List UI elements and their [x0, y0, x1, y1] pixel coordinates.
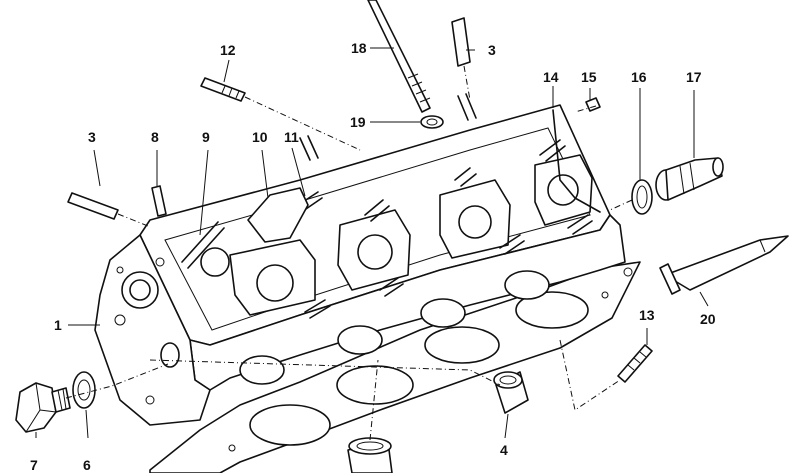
callout-15: 15 [581, 69, 597, 85]
callout-7: 7 [30, 457, 38, 473]
part-3-left-pin [67, 192, 119, 220]
callout-9: 9 [202, 129, 210, 145]
callout-8: 8 [151, 129, 159, 145]
callout-3-left: 3 [88, 129, 96, 145]
part-19-washer [420, 115, 444, 129]
callout-11: 11 [284, 129, 299, 145]
part-13-stud [617, 344, 653, 383]
manifold-studs [181, 93, 593, 319]
cylinder-head-gasket [149, 261, 641, 473]
callout-20: 20 [700, 311, 716, 327]
callout-12: 12 [220, 42, 236, 58]
callout-6: 6 [83, 457, 91, 473]
callout-10: 10 [252, 129, 268, 145]
part-18-bolt [367, 0, 431, 113]
callout-13: 13 [639, 307, 655, 323]
callout-14: 14 [543, 69, 559, 85]
callout-1: 1 [54, 317, 62, 333]
callouts: 1 3 3 4 6 7 8 9 10 11 12 13 14 15 16 17 … [30, 40, 716, 473]
bottom-sleeve [347, 437, 393, 473]
part-4-sleeve [493, 371, 529, 414]
port-flanges [200, 154, 593, 316]
part-6-washer [72, 371, 96, 409]
callout-17: 17 [686, 69, 702, 85]
part-3-upper-pin [451, 17, 471, 67]
callout-18: 18 [351, 40, 367, 56]
part-15-plug [585, 97, 601, 112]
part-17-fitting [655, 157, 724, 201]
part-14-wire [552, 109, 601, 213]
leader-lines [35, 47, 709, 439]
callout-4: 4 [500, 442, 508, 458]
part-12-stud [200, 77, 246, 102]
assembly-lines [65, 65, 633, 441]
part-16-seal-ring [631, 179, 653, 215]
part-8-stud [151, 185, 167, 217]
callout-3-top: 3 [488, 42, 496, 58]
callout-19: 19 [350, 114, 366, 130]
part-10-plate [247, 187, 309, 243]
callout-16: 16 [631, 69, 647, 85]
part-20-sealant-tube [659, 235, 789, 295]
part-7-plug-screw [15, 382, 71, 433]
